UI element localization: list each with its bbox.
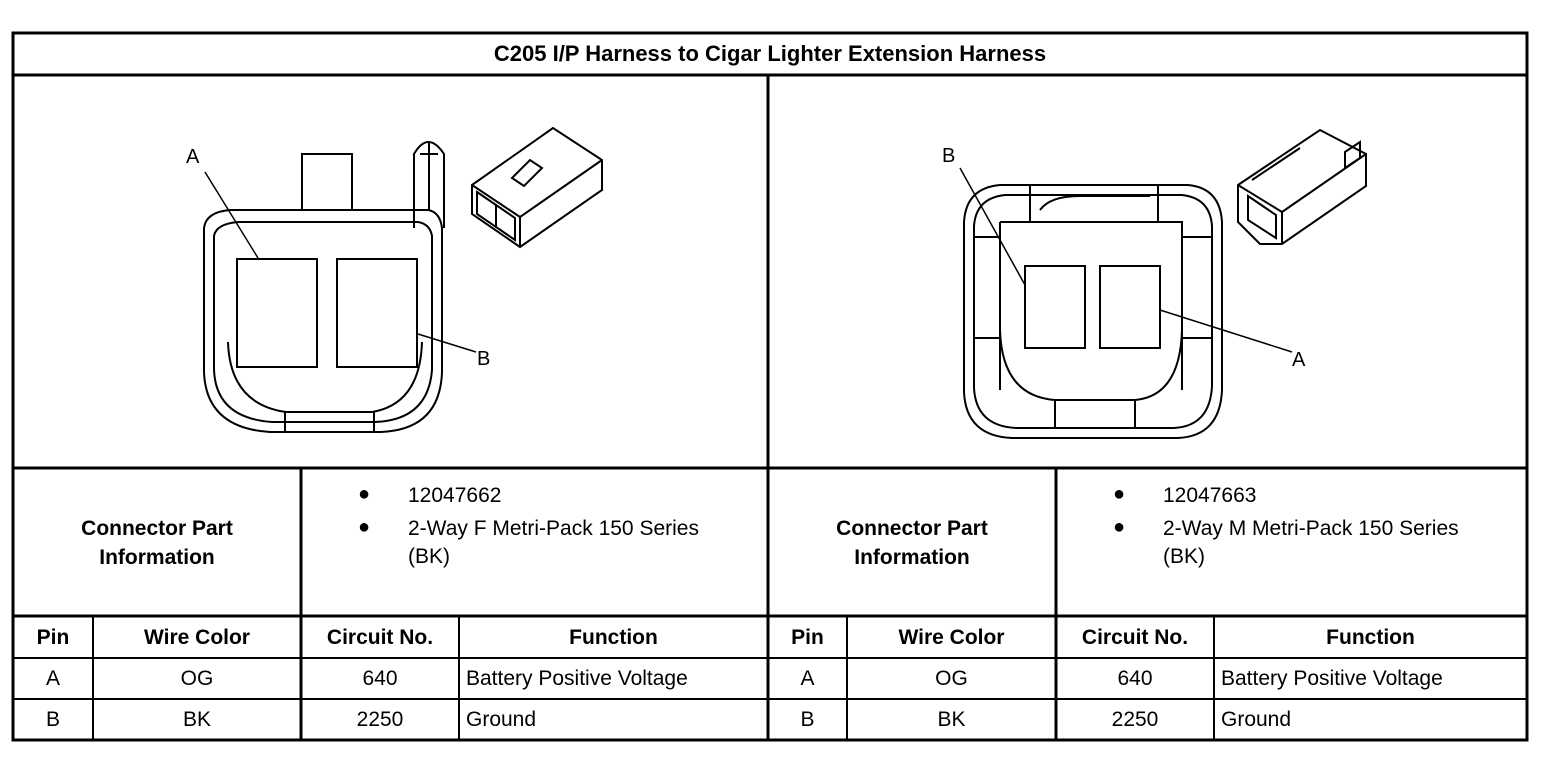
female-connector-face-drawing: A B xyxy=(186,126,603,433)
pin-a-callout: A xyxy=(1292,349,1306,371)
table-row-circuit: 2250 xyxy=(1111,707,1159,731)
bullet-icon: ● xyxy=(358,516,371,538)
table-row-circuit: 640 xyxy=(362,666,398,690)
table-row-wire-color: OG xyxy=(935,666,968,690)
part-number: 12047662 xyxy=(408,484,502,507)
connector-description: 2-Way M Metri-Pack 150 Series xyxy=(1163,517,1459,540)
table-row-wire-color: BK xyxy=(937,707,966,731)
part-number: 12047663 xyxy=(1163,484,1257,507)
connector-part-info-label: Connector Part Information xyxy=(836,516,988,569)
connector-part-info-list: ● 12047663 ● 2-Way M Metri-Pack 150 Seri… xyxy=(1057,470,1526,615)
connector-part-info-list: ● 12047662 ● 2-Way F Metri-Pack 150 Seri… xyxy=(302,470,767,615)
table-row-function: Ground xyxy=(1221,707,1292,731)
table-row-pin: A xyxy=(800,666,815,690)
table-row-wire-color: OG xyxy=(180,666,214,690)
table-row-pin: B xyxy=(45,707,60,731)
circuit-number-header: Circuit No. xyxy=(1081,625,1189,649)
pin-header: Pin xyxy=(791,625,824,649)
table-row-function: Battery Positive Voltage xyxy=(466,666,688,690)
bullet-icon: ● xyxy=(358,483,371,505)
wire-color-header: Wire Color xyxy=(144,625,250,649)
table-row-function: Battery Positive Voltage xyxy=(1221,666,1443,690)
wire-color-header: Wire Color xyxy=(898,625,1005,649)
pin-a-callout: A xyxy=(186,146,200,168)
table-row-function: Ground xyxy=(466,707,537,731)
table-row-circuit: 2250 xyxy=(356,707,404,731)
male-connector-face-drawing: B A xyxy=(942,128,1367,439)
table-row-pin: B xyxy=(800,707,815,731)
function-header: Function xyxy=(1326,625,1415,649)
connector-color: (BK) xyxy=(1163,545,1205,568)
connector-color: (BK) xyxy=(408,545,450,568)
pin-b-callout: B xyxy=(477,348,490,370)
bullet-icon: ● xyxy=(1113,483,1126,505)
table-row-circuit: 640 xyxy=(1117,666,1153,690)
connector-description: 2-Way F Metri-Pack 150 Series xyxy=(408,517,699,540)
function-header: Function xyxy=(569,625,658,649)
pin-b-callout: B xyxy=(942,145,955,167)
bullet-icon: ● xyxy=(1113,516,1126,538)
table-row-wire-color: BK xyxy=(182,707,211,731)
connector-part-info-label: Connector Part Information xyxy=(81,516,233,569)
pin-header: Pin xyxy=(36,625,70,649)
table-row-pin: A xyxy=(45,666,60,690)
connector-title: C205 I/P Harness to Cigar Lighter Extens… xyxy=(493,41,1047,66)
circuit-number-header: Circuit No. xyxy=(326,625,434,649)
